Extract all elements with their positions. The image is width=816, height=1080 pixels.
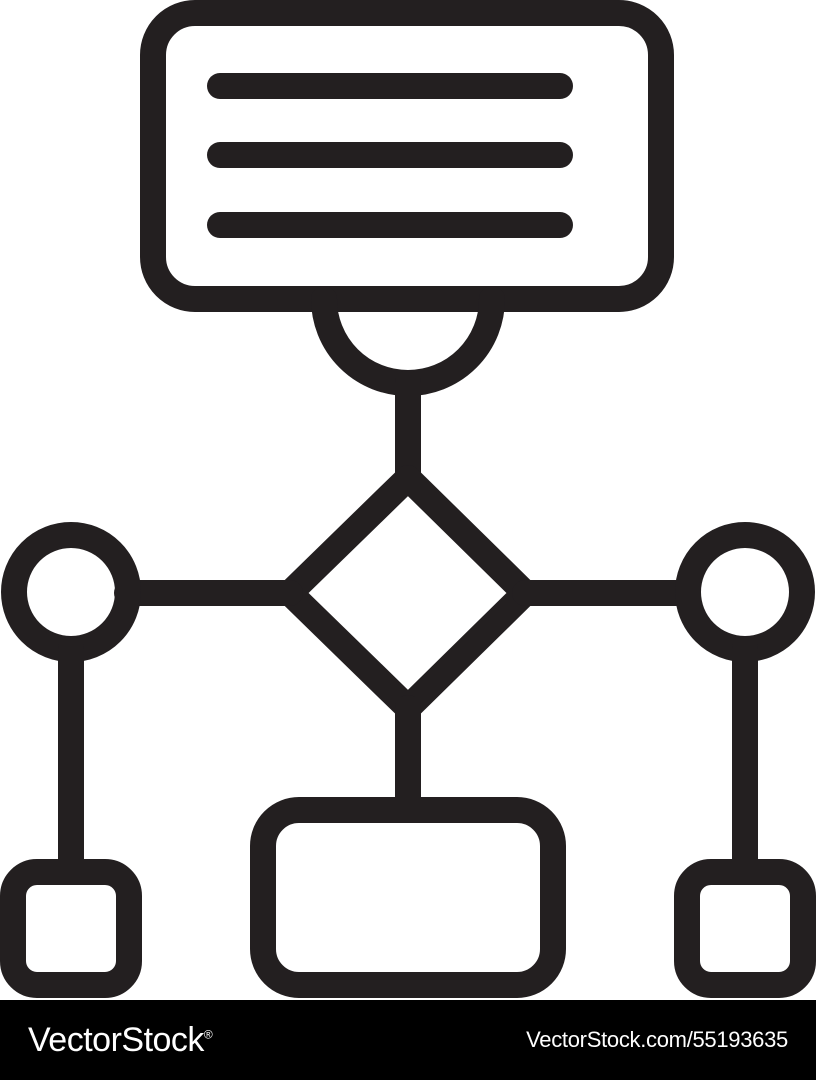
flowchart-icon [0,0,816,998]
left-square [0,859,142,998]
image-id: VectorStock.com/55193635 [526,1027,788,1052]
left-circle [1,522,141,662]
registered-mark: ® [203,1027,213,1042]
watermark-footer: VectorStock® VectorStock.com/55193635 [0,1000,816,1080]
flowchart-graphic [0,0,816,998]
document-box [140,0,674,312]
brand-logo: VectorStock® [28,1020,213,1060]
process-box [250,797,566,998]
right-square [674,859,816,998]
brand-name: VectorStock [28,1020,204,1059]
right-circle [675,522,815,662]
decision-diamond [277,465,538,721]
